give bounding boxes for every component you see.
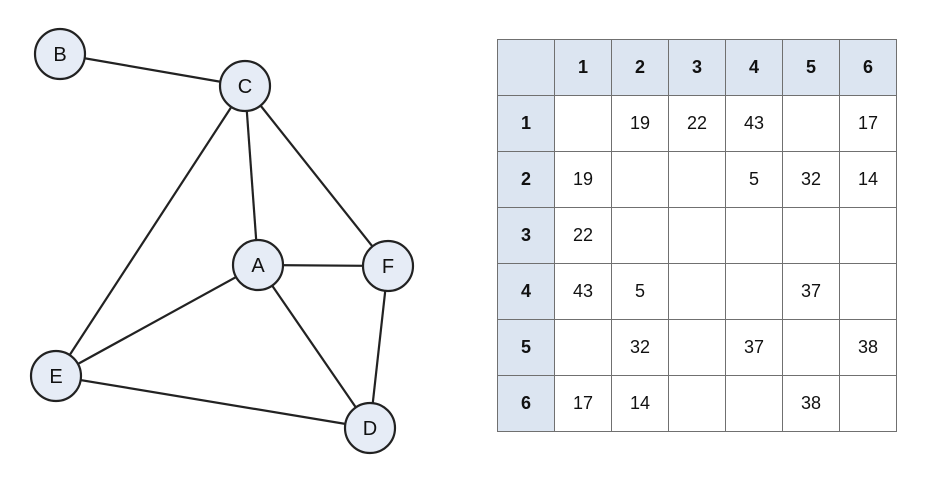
matrix-cell	[668, 151, 726, 208]
matrix-cell: 17	[554, 375, 612, 432]
edge-f-d	[368, 265, 390, 429]
node-circle	[231, 238, 285, 292]
matrix-cell	[554, 95, 612, 152]
node-e: E	[29, 349, 83, 403]
matrix-cell	[611, 207, 669, 264]
graph-diagram: A B C D E F	[29, 27, 415, 455]
node-b: B	[33, 27, 87, 81]
node-label: F	[382, 256, 394, 278]
graph-edges	[55, 52, 390, 430]
node-circle	[361, 239, 415, 293]
row-header: 3	[497, 207, 555, 264]
matrix-cell	[611, 151, 669, 208]
matrix-cell	[668, 263, 726, 320]
matrix-cell	[554, 319, 612, 376]
column-header: 6	[839, 39, 897, 96]
node-circle	[218, 59, 272, 113]
matrix-cell	[839, 375, 897, 432]
matrix-cell	[725, 375, 783, 432]
edge-a-d	[257, 264, 371, 429]
edge-c-e	[55, 85, 246, 377]
matrix-cell	[668, 207, 726, 264]
matrix-cell: 19	[611, 95, 669, 152]
matrix-cell: 14	[611, 375, 669, 432]
matrix-cell: 22	[554, 207, 612, 264]
column-header: 1	[554, 39, 612, 96]
edge-a-e	[55, 264, 259, 377]
edge-b-c	[59, 52, 246, 88]
matrix-cell: 19	[554, 151, 612, 208]
edge-c-f	[244, 85, 389, 267]
matrix-cell: 38	[839, 319, 897, 376]
matrix-cell: 37	[725, 319, 783, 376]
edge-c-a	[243, 85, 260, 266]
matrix-cell: 5	[725, 151, 783, 208]
matrix-cell	[782, 207, 840, 264]
matrix-cell: 37	[782, 263, 840, 320]
column-header: 5	[782, 39, 840, 96]
matrix-cell	[725, 207, 783, 264]
matrix-cell: 5	[611, 263, 669, 320]
column-header: 3	[668, 39, 726, 96]
matrix-cell: 38	[782, 375, 840, 432]
row-header: 5	[497, 319, 555, 376]
node-label: A	[251, 255, 265, 277]
node-d: D	[343, 401, 397, 455]
column-header: 4	[725, 39, 783, 96]
matrix-cell	[668, 319, 726, 376]
node-label: C	[238, 76, 252, 98]
node-circle	[33, 27, 87, 81]
matrix-cell	[782, 95, 840, 152]
matrix-row: 5 32 37 38	[497, 319, 897, 376]
graph-nodes: A B C D E F	[29, 27, 415, 455]
column-header: 2	[611, 39, 669, 96]
node-label: E	[49, 366, 62, 388]
matrix-cell	[668, 375, 726, 432]
matrix-cell	[839, 207, 897, 264]
row-header: 2	[497, 151, 555, 208]
row-header: 6	[497, 375, 555, 432]
matrix-cell	[839, 263, 897, 320]
node-a: A	[231, 238, 285, 292]
matrix-cell	[782, 319, 840, 376]
node-label: B	[53, 44, 66, 66]
row-header: 4	[497, 263, 555, 320]
matrix-cell	[725, 263, 783, 320]
node-circle	[343, 401, 397, 455]
matrix-cell: 22	[668, 95, 726, 152]
matrix-corner-cell	[497, 39, 555, 96]
row-header: 1	[497, 95, 555, 152]
matrix-cell: 32	[782, 151, 840, 208]
matrix-cell: 14	[839, 151, 897, 208]
matrix-cell: 17	[839, 95, 897, 152]
node-f: F	[361, 239, 415, 293]
edge-e-d	[55, 374, 371, 430]
node-label: D	[363, 418, 377, 440]
matrix-cell: 43	[725, 95, 783, 152]
matrix-cell: 43	[554, 263, 612, 320]
node-circle	[29, 349, 83, 403]
matrix-cell: 32	[611, 319, 669, 376]
node-c: C	[218, 59, 272, 113]
